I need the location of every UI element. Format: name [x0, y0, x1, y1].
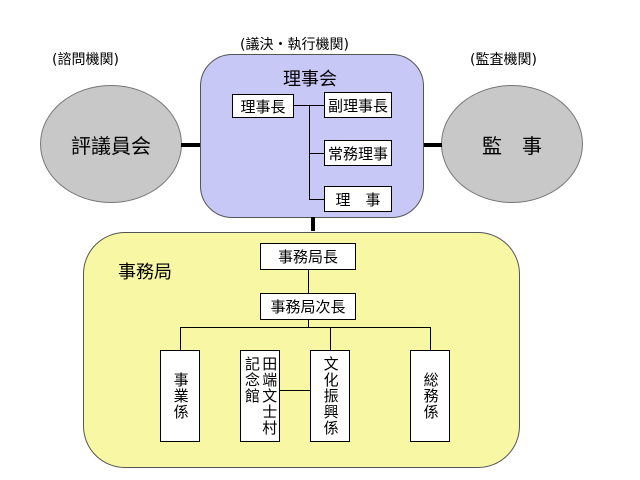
director-box: 理 事: [324, 186, 392, 212]
sections-bar: [180, 327, 430, 328]
board-auditor-connector: [422, 143, 442, 147]
culture-section-drop: [330, 327, 331, 350]
board-title: 理事会: [283, 69, 337, 90]
chairman-box: 理事長: [232, 94, 294, 118]
managing-director-branch: [309, 153, 325, 154]
auditor-node: 監 事: [441, 85, 583, 203]
auditor-label: 監 事: [482, 133, 542, 158]
office-title: 事務局: [118, 262, 172, 283]
museum-box: 田端文士村 記念館: [240, 350, 280, 442]
secretary-general-box: 事務局長: [260, 243, 356, 270]
deputy-secretary-general-box: 事務局次長: [260, 293, 356, 320]
secretary-deputy-line: [308, 270, 309, 293]
general-affairs-drop: [430, 327, 431, 350]
audit-label: (監査機関): [470, 52, 537, 68]
council-label: 評議員会: [71, 133, 151, 158]
general-affairs-box: 総務係: [410, 350, 450, 442]
council-node: 評議員会: [40, 85, 182, 203]
business-section-box: 事業係: [160, 350, 200, 442]
chairman-connector: [294, 105, 310, 106]
deputy-trunk-line: [308, 320, 309, 328]
managing-director-box: 常務理事: [324, 140, 392, 166]
board-trunk-line: [309, 105, 310, 199]
vice-chairman-box: 副理事長: [324, 92, 392, 118]
business-section-drop: [180, 327, 181, 350]
culture-section-box: 文化振興係: [310, 350, 350, 442]
council-board-connector: [181, 143, 201, 147]
advisory-label: (諮問機関): [52, 52, 119, 68]
executive-label: (議決・執行機関): [240, 37, 349, 53]
museum-culture-link: [280, 390, 310, 391]
vice-chairman-branch: [309, 105, 325, 106]
board-office-connector: [311, 217, 315, 231]
director-branch: [309, 199, 325, 200]
